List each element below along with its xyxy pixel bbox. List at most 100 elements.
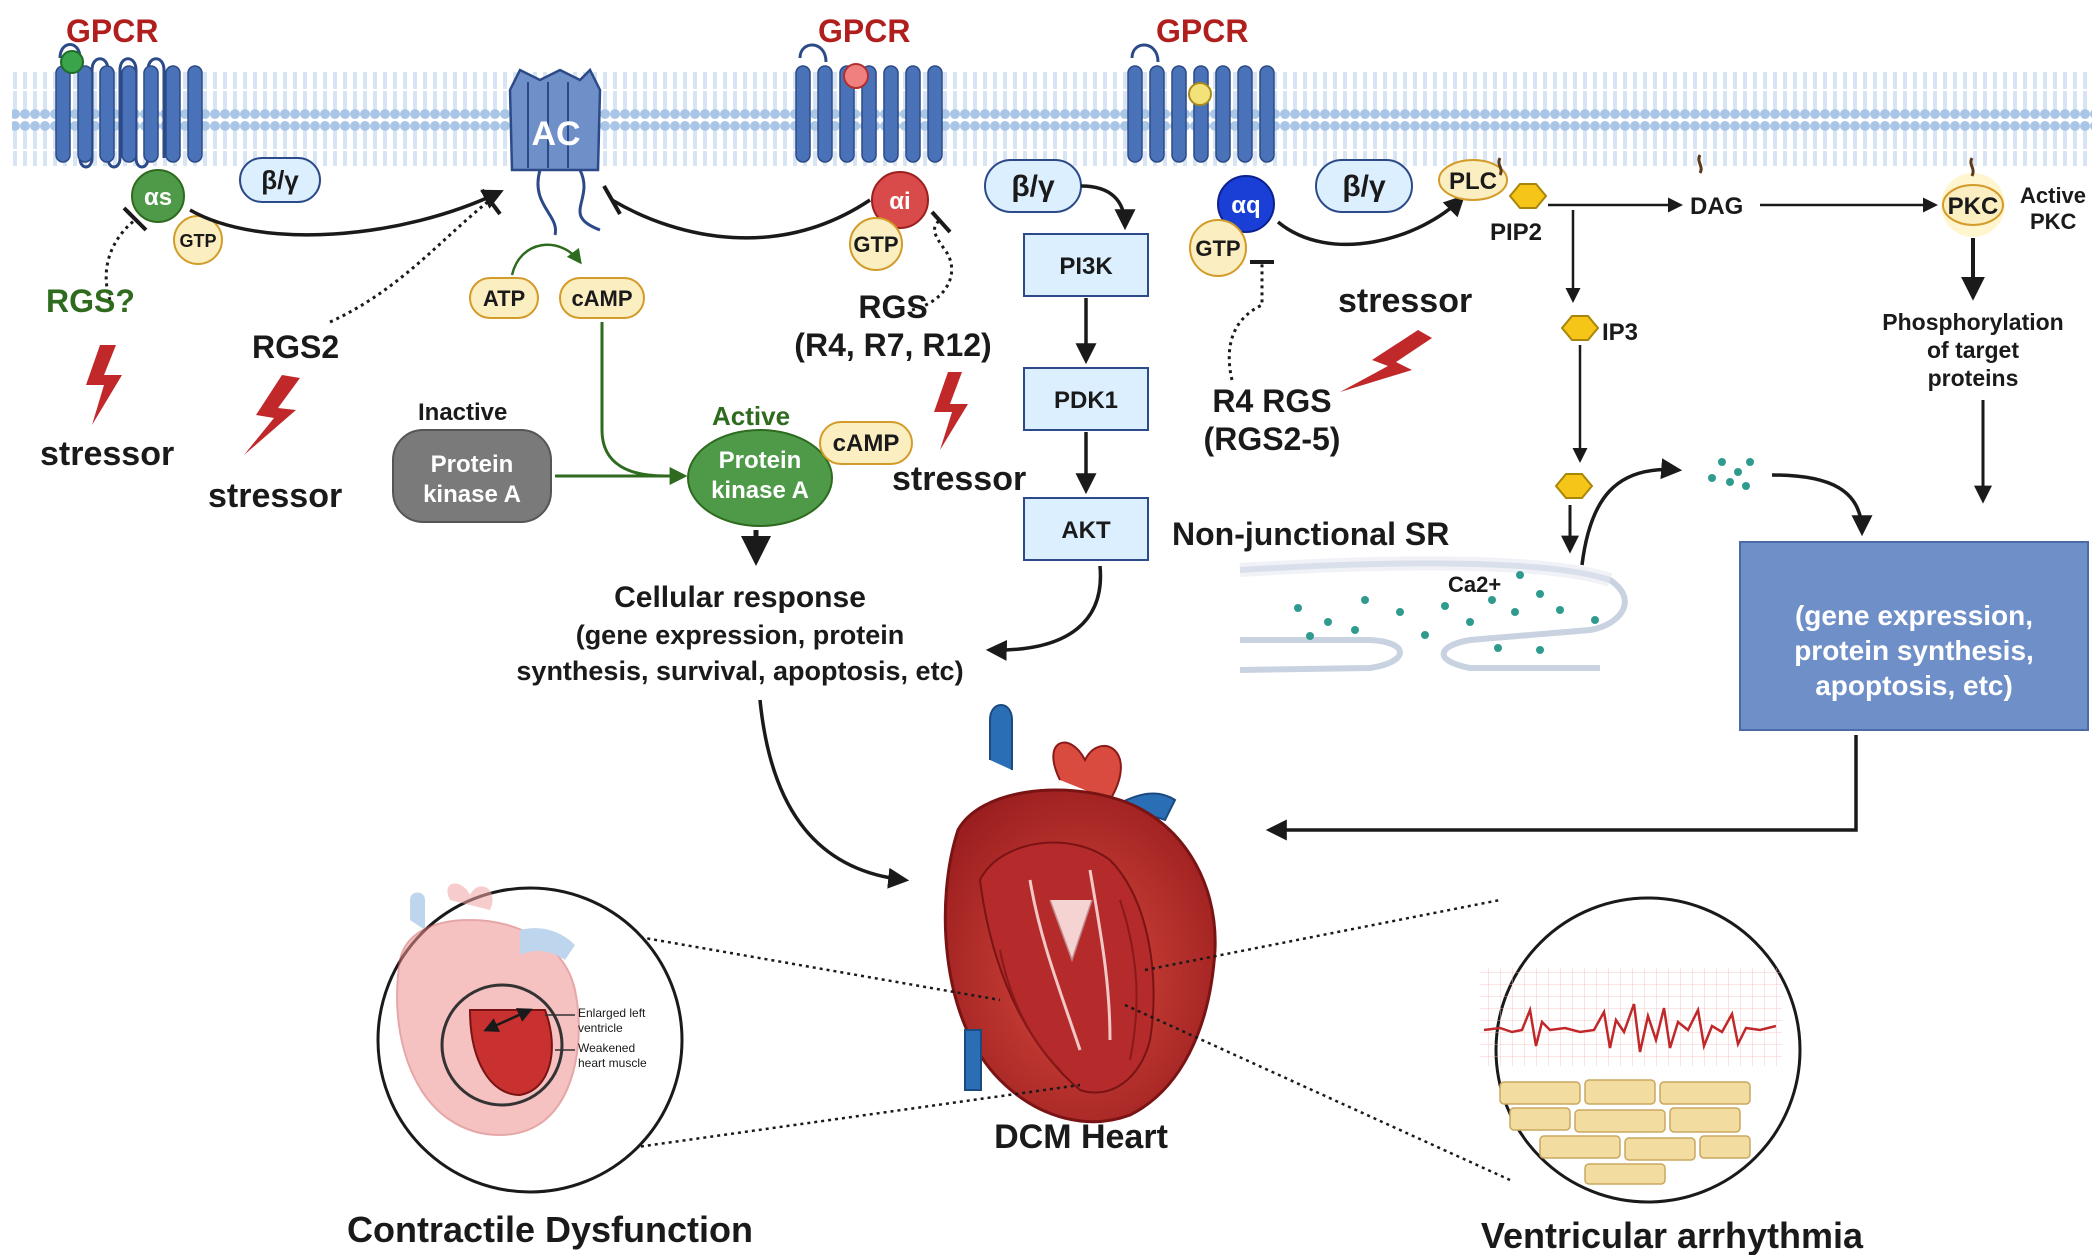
pip2-hexagon [1508,183,1548,209]
arrow-betagamma-to-pi3k [1080,184,1136,231]
arrow-alpha-q-to-plc [1276,195,1465,246]
contractile-label: Contractile Dysfunction [347,1209,753,1250]
pkc-label: PKC [1948,193,1999,220]
gpcr-receptor-middle [795,43,943,163]
stressor-label-1: stressor [40,435,174,473]
pka-inactive [392,429,552,523]
ecg-grid [1480,968,1782,1066]
gpcr-receptor-right [1127,43,1275,163]
released-calcium [1708,458,1754,490]
cellular-response-line1: (gene expression, protein [576,620,905,650]
dotted-right-bottom [1124,1003,1511,1182]
dotted-rgs-middle [911,218,954,312]
akt-box [1023,497,1149,561]
box-line3: apoptosis, etc) [1815,670,2013,701]
alpha-q-label: αq [1231,192,1260,219]
r4rgs-line2: (RGS2-5) [1204,421,1341,457]
sr-label: Non-junctional SR [1172,516,1449,552]
camp-badge [559,277,645,319]
sr-membrane-bottom [1239,637,1403,673]
calcium-dots [1294,571,1599,654]
pdk1-box [1023,367,1149,431]
r4rgs-line1: R4 RGS [1212,383,1331,419]
alpha-s-label: αs [144,184,172,211]
stressor-bolt-4 [1340,330,1432,392]
pi3k-box [1023,233,1149,297]
gpcr-label-2: GPCR [818,13,910,49]
ac-label: AC [531,115,580,153]
weakened-line1: Weakened [578,1041,635,1055]
alpha-s-subunit [131,169,185,223]
pka-inactive-line2: kinase A [423,481,521,508]
beta-gamma-1 [239,157,321,203]
beta-gamma-label-3: β/γ [1342,170,1386,203]
ligand-green [60,50,84,74]
beta-gamma-3 [1315,159,1413,213]
camp-to-pka-line [600,322,666,478]
active-pkc-line2: PKC [2030,209,2077,234]
gtp-label-3: GTP [1195,236,1240,261]
plc-enzyme [1438,159,1508,201]
gtp-label-1: GTP [179,231,216,251]
pka-active [687,429,833,527]
arrow-ca-to-box [1771,473,1873,537]
box-line1: (gene expression, [1795,600,2033,631]
alpha-i-subunit [871,171,929,229]
stressor-label-3: stressor [892,460,1026,498]
right-response-box [1739,541,2089,731]
enlarged-line2: ventricle [578,1021,623,1035]
arrhythmia-label: Ventricular arrhythmia [1481,1215,1864,1255]
arrow-akt-to-response [985,565,1103,661]
rgs2-label: RGS2 [252,329,339,365]
camp-on-pka [819,421,913,465]
dotted-right-top [1144,898,1501,972]
pka-inactive-line1: Protein [431,451,514,478]
plc-label: PLC [1449,168,1497,195]
beta-gamma-label-2: β/γ [1011,170,1055,203]
gtp-circle-2 [849,217,903,271]
stressor-label-2: stressor [208,477,342,515]
pdk1-label: PDK1 [1054,387,1118,414]
beta-gamma-label-1: β/γ [261,165,299,195]
gpcr-receptor-left [55,43,203,169]
camp-label: cAMP [571,286,632,311]
stressor-bolt-1 [86,345,122,425]
akt-label: AKT [1061,517,1111,544]
arrow-alpha-s-to-ac [189,189,504,237]
dag-label: DAG [1690,193,1743,220]
pip2-label: PIP2 [1490,219,1542,246]
dcm-heart [943,704,1217,1124]
gtp-circle-3 [1189,219,1247,277]
cell-membrane [12,72,2092,166]
dotted-r4-rgs [1227,262,1264,381]
stressor-bolt-2 [244,375,300,455]
alpha-q-subunit [1217,175,1275,233]
arrow-atp-to-camp [510,243,582,276]
sr-membrane-top [1239,560,1628,671]
arrow-response-to-heart [758,699,910,889]
phospho-line1: Phosphorylation [1882,309,2063,335]
active-pkc-line1: Active [2020,183,2086,208]
dotted-rgs-question [104,218,136,301]
ip3-hexagon [1560,315,1600,341]
gtp-label-2: GTP [853,232,898,257]
cellular-response-line2: synthesis, survival, apoptosis, etc) [516,656,963,686]
ip3-label: IP3 [1602,319,1638,346]
inactive-label: Inactive [418,399,507,426]
pka-active-line1: Protein [719,447,802,474]
stressor-label-4: stressor [1338,282,1472,320]
ecg-trace [1483,1003,1777,1053]
active-label: Active [712,401,790,431]
phospho-line3: proteins [1928,365,2019,391]
lv-zoom-circle [440,983,564,1107]
box-line2: protein synthesis, [1794,635,2034,666]
stressor-bolt-3 [934,372,968,450]
cellular-response-title: Cellular response [614,581,866,614]
arrow-box-to-heart [1265,735,1858,841]
rgs-middle-label: RGS [858,289,927,325]
dotted-rgs2 [329,198,491,324]
pkc-enzyme [1942,184,2004,226]
rgs-question-label: RGS? [46,283,135,319]
gpcr-label-3: GPCR [1156,13,1248,49]
